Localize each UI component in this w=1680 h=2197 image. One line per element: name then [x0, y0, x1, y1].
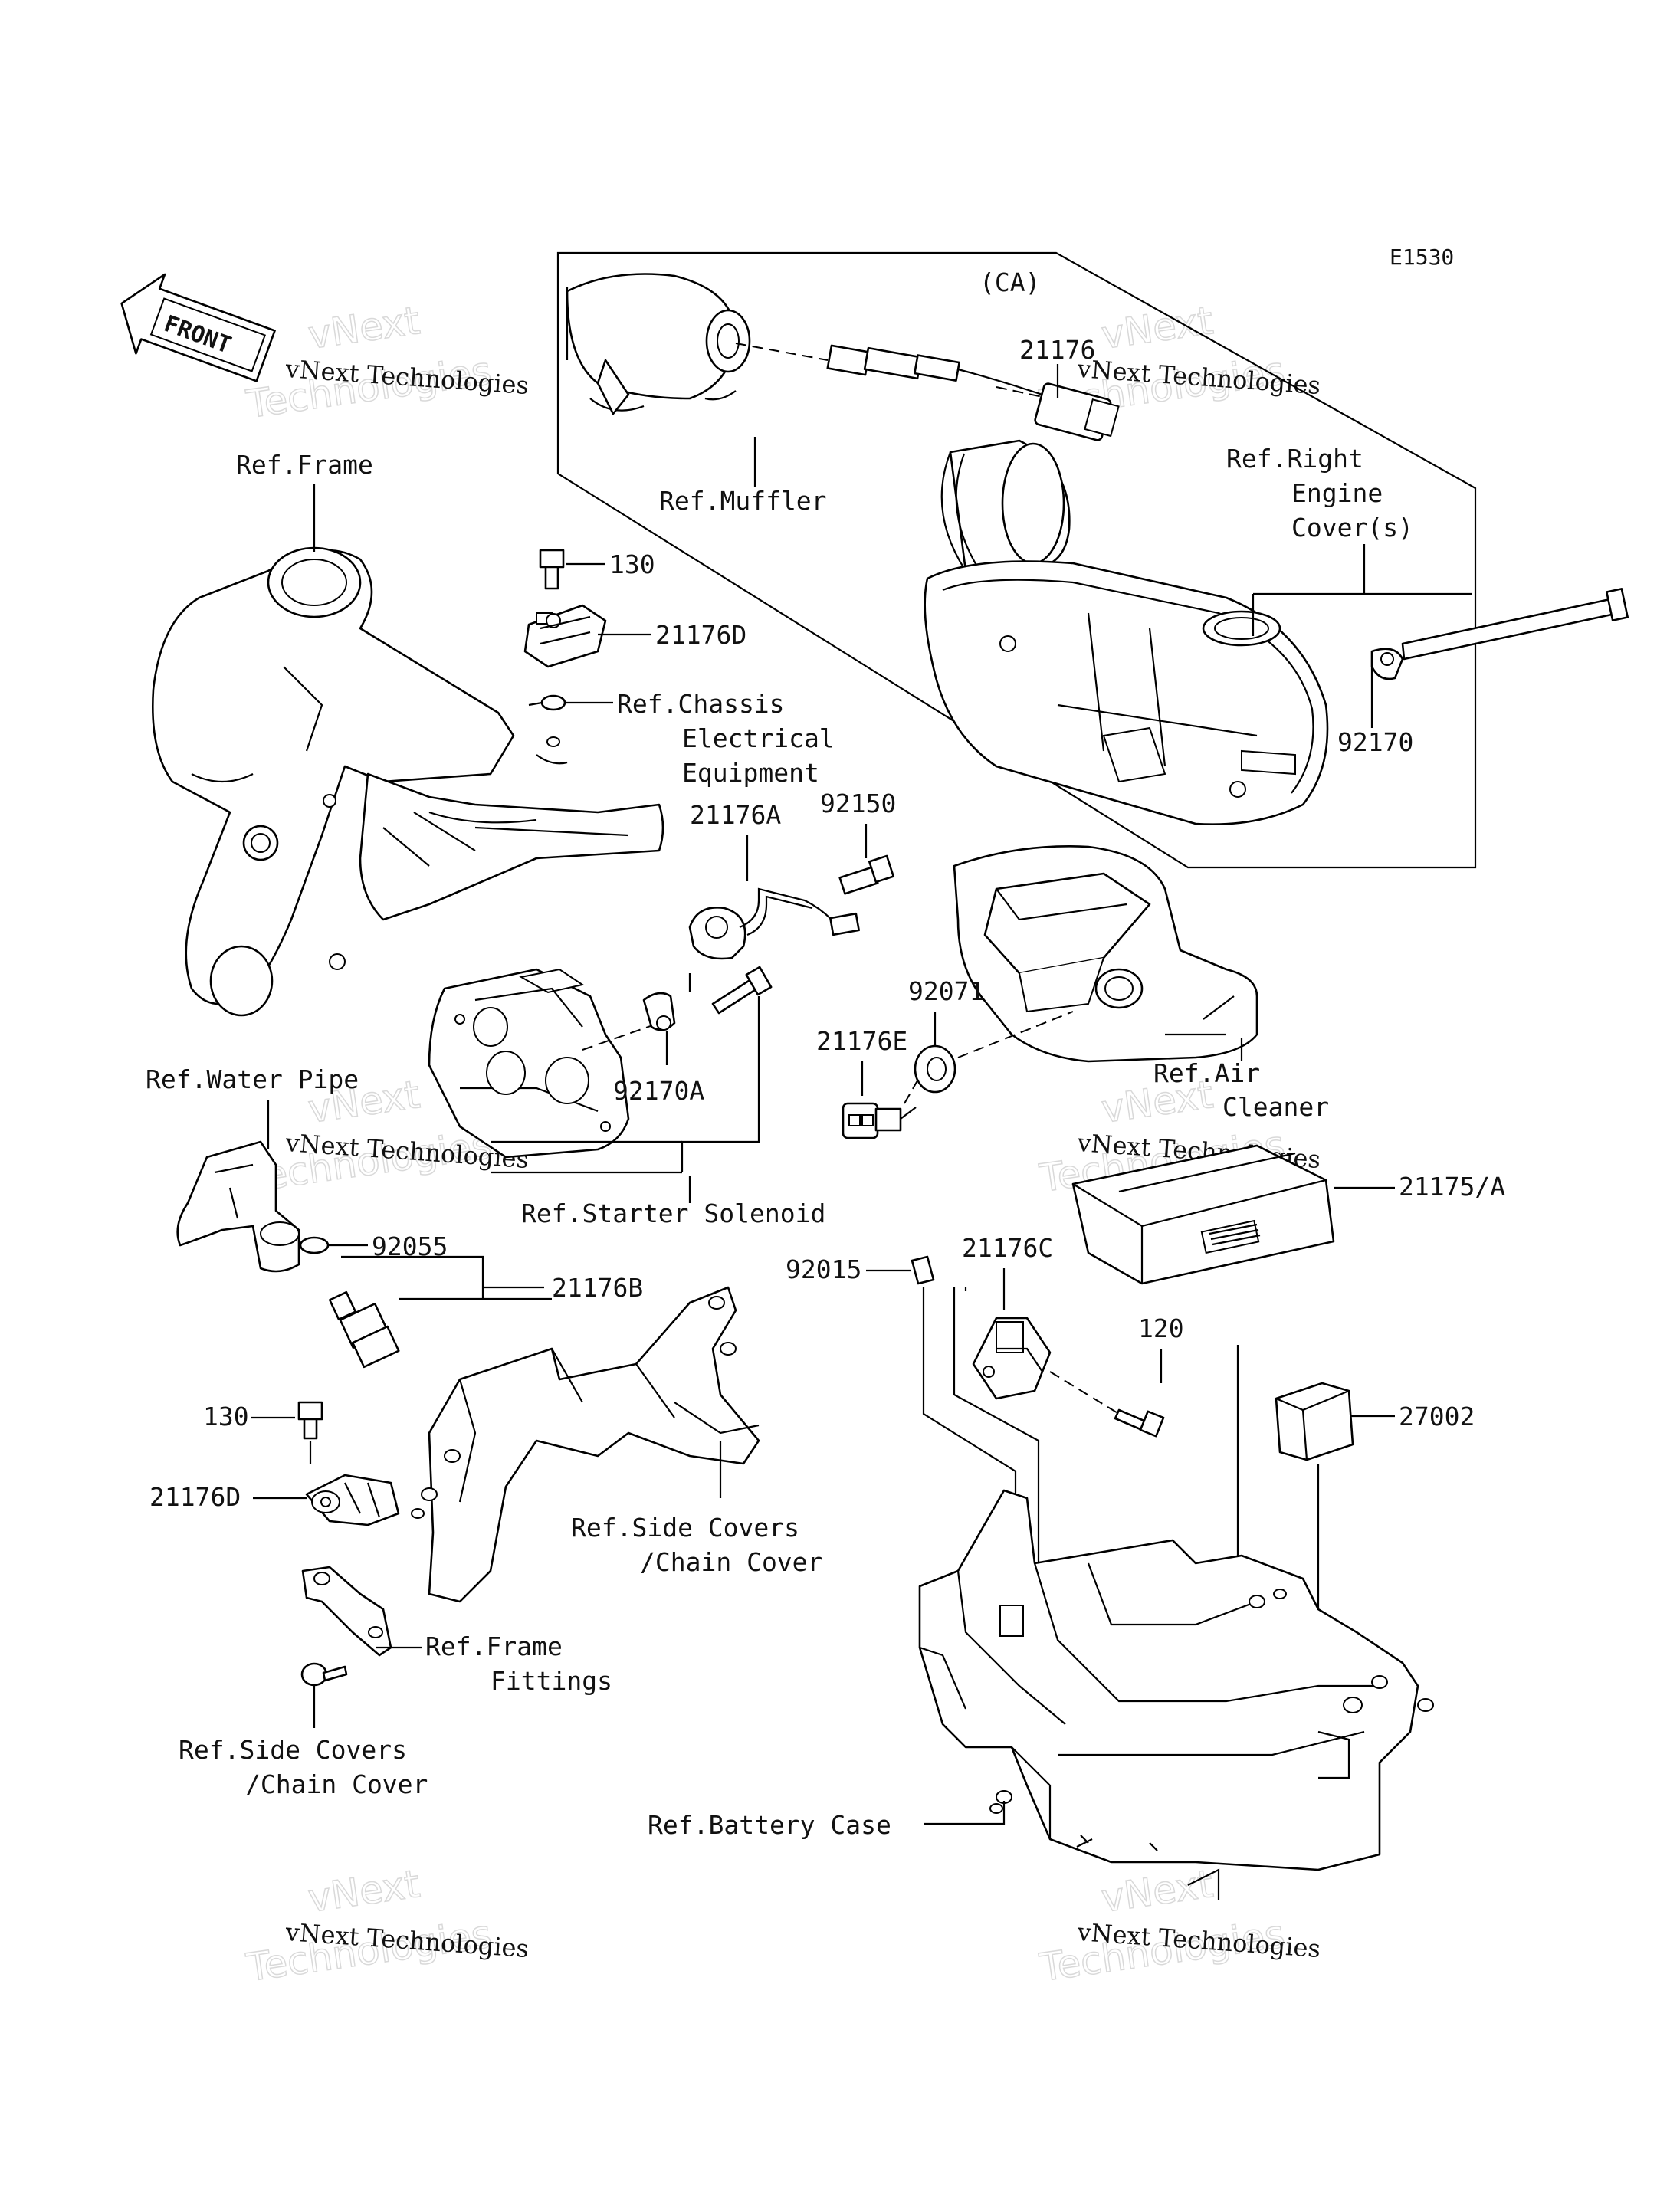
right-engine-cover-drawing — [924, 560, 1329, 826]
bolt-starter — [711, 966, 773, 1015]
sensor-21176B — [328, 1290, 400, 1369]
svg-text:vNext: vNext — [1099, 298, 1216, 358]
ref-side-covers-mid-line1: Ref.Side Covers — [571, 1513, 799, 1543]
ref-frame-fittings-line1: Ref.Frame — [425, 1631, 563, 1661]
grommet-92071 — [914, 1044, 956, 1094]
relay-27002 — [1275, 1382, 1354, 1461]
ref-side-covers-bottom-line2: /Chain Cover — [245, 1769, 428, 1799]
oxygen-sensor-21176 — [735, 343, 1120, 441]
ref-frame-fittings-line2: Fittings — [491, 1666, 612, 1696]
part-21176B-label: 21176B — [552, 1273, 643, 1303]
ref-right-engine-cover-line2: Engine — [1291, 478, 1383, 508]
o-ring-92055 — [299, 1236, 330, 1254]
part-21176C-label: 21176C — [962, 1233, 1053, 1263]
ref-right-engine-cover-line3: Cover(s) — [1291, 513, 1413, 543]
ref-air-cleaner-line1: Ref.Air — [1153, 1058, 1260, 1088]
side-covers-drawing — [411, 1286, 760, 1603]
clip-92015 — [911, 1255, 935, 1285]
svg-text:vNext: vNext — [306, 1861, 423, 1921]
frame-drawing — [152, 546, 664, 1017]
starter-solenoid-drawing — [428, 968, 660, 1159]
washer-top — [528, 694, 568, 765]
ref-muffler-label: Ref.Muffler — [659, 486, 827, 516]
sensor-21176E — [842, 1076, 920, 1139]
part-130-bottom-label: 130 — [203, 1402, 249, 1431]
part-130-top-label: 130 — [609, 549, 655, 579]
ref-chassis-electrical-line1: Ref.Chassis — [617, 689, 785, 719]
ecu-21175A — [1071, 1144, 1335, 1285]
part-21176D-bottom-label: 21176D — [149, 1482, 241, 1512]
ref-water-pipe-label: Ref.Water Pipe — [146, 1064, 359, 1094]
watermark-bottom-left: vNext Technologies vNext Technologies — [243, 1861, 530, 1990]
sensor-21176C — [972, 1317, 1052, 1400]
part-21176E-label: 21176E — [816, 1026, 907, 1056]
part-92170-label: 92170 — [1337, 727, 1413, 757]
ref-chassis-electrical-line3: Equipment — [682, 758, 819, 788]
part-21176A-label: 21176A — [690, 800, 781, 830]
part-92170A-label: 92170A — [613, 1076, 704, 1106]
ref-side-covers-bottom-line1: Ref.Side Covers — [179, 1735, 407, 1765]
ref-frame-label: Ref.Frame — [236, 450, 373, 480]
bolt-130-bottom — [297, 1401, 323, 1440]
battery-case-drawing — [918, 1489, 1434, 1900]
clamp-92170A — [642, 992, 676, 1031]
screw-bottom — [300, 1662, 348, 1687]
muffler-drawing — [566, 273, 1071, 572]
ref-air-cleaner-line2: Cleaner — [1222, 1092, 1329, 1122]
front-arrow-icon: FRONT — [120, 273, 276, 382]
part-120-label: 120 — [1138, 1313, 1184, 1343]
part-21175A-label: 21175/A — [1399, 1172, 1505, 1202]
part-92150-label: 92150 — [820, 789, 896, 818]
ref-starter-solenoid-label: Ref.Starter Solenoid — [521, 1199, 825, 1228]
sensor-21176D-top — [523, 604, 607, 668]
part-21176D-top-label: 21176D — [655, 620, 746, 650]
ca-variant-box — [556, 251, 1477, 869]
frame-fittings-drawing — [301, 1566, 392, 1657]
ref-side-covers-mid-line2: /Chain Cover — [640, 1547, 822, 1577]
air-cleaner-drawing — [953, 844, 1258, 1063]
bolt-130-top — [539, 549, 565, 590]
watermark-top-left: vNext Technologies vNext Technologies — [243, 297, 530, 427]
diagram-code: E1530 — [1390, 244, 1454, 270]
svg-text:vNext: vNext — [1099, 1861, 1216, 1921]
part-27002-label: 27002 — [1399, 1402, 1475, 1431]
sensor-21176A — [688, 854, 895, 960]
ref-right-engine-cover-line1: Ref.Right — [1226, 444, 1363, 474]
water-pipe-drawing — [176, 1140, 300, 1273]
bolt-92170 — [1370, 588, 1629, 680]
svg-text:vNext: vNext — [306, 298, 423, 358]
ref-chassis-electrical-line2: Electrical — [682, 723, 835, 753]
ca-variant-tag: (CA) — [979, 267, 1040, 297]
bolt-120 — [1114, 1408, 1165, 1438]
part-92015-label: 92015 — [786, 1254, 861, 1284]
part-92071-label: 92071 — [908, 976, 984, 1006]
watermark-bottom-right: vNext Technologies vNext Technologies — [1036, 1861, 1321, 1990]
sensor-21176D-bottom — [305, 1474, 400, 1526]
ref-battery-case-label: Ref.Battery Case — [648, 1810, 891, 1840]
part-21176-label: 21176 — [1019, 335, 1095, 365]
